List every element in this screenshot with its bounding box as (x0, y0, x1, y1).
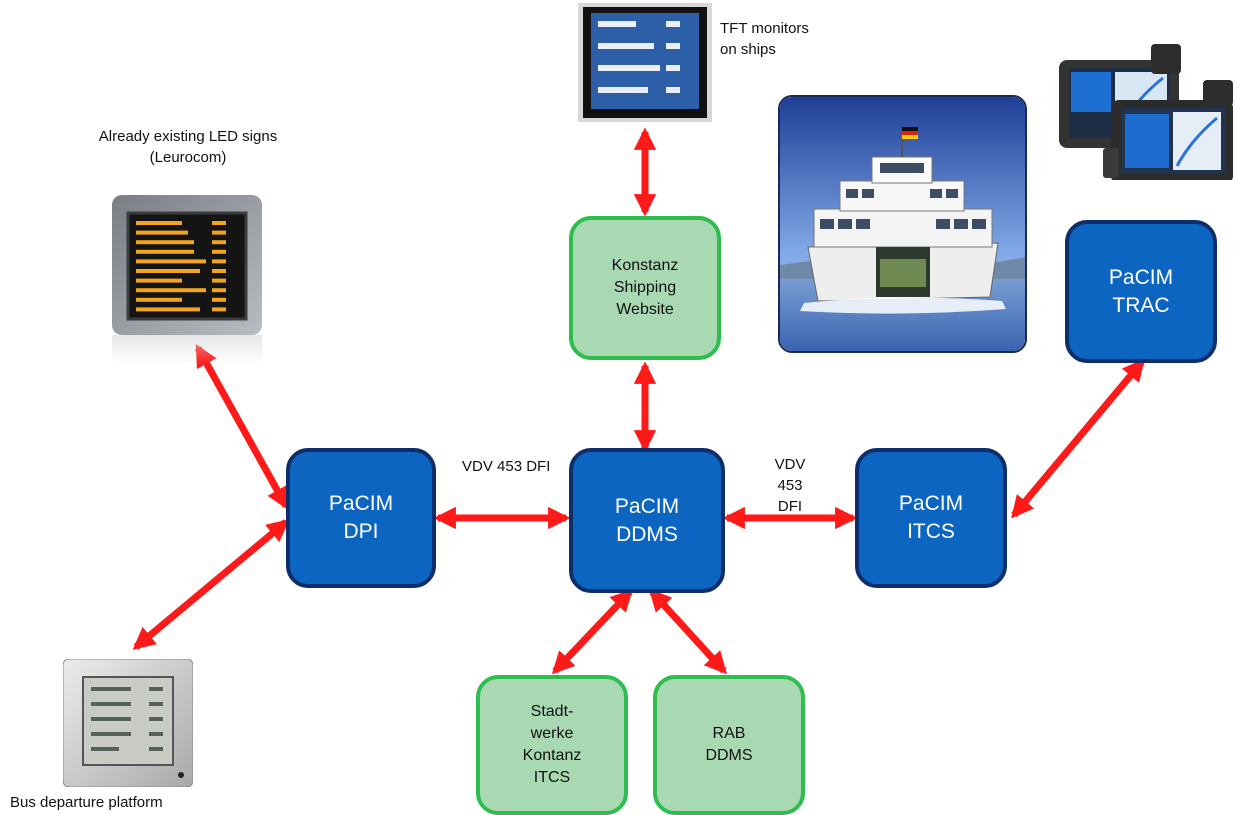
led-row (136, 278, 182, 283)
bus-display-row (149, 747, 163, 751)
led-row (136, 307, 200, 312)
led-row (212, 230, 226, 235)
tft-monitors-caption: TFT monitors on ships (720, 20, 809, 58)
bus-display-row (91, 702, 131, 706)
node-line: ITCS (907, 520, 955, 543)
led-row (212, 297, 226, 302)
node-line: Shipping (613, 279, 677, 296)
led-sign-reflection (112, 335, 262, 365)
node-line: PaCIM (1108, 265, 1174, 289)
tft-row (598, 65, 660, 71)
protocol-label-right: VDV 453 DFI (774, 456, 806, 515)
pacim-itcs-node[interactable]: PaCIM ITCS (855, 448, 1007, 588)
tft-row (666, 43, 680, 49)
arrow-ddms-rab (648, 588, 728, 675)
protocol-label-left: VDV 453 DFI (462, 458, 551, 475)
bus-display-row (91, 732, 131, 736)
led-row (136, 240, 194, 245)
node-line: PaCIM (614, 494, 680, 518)
bus-display-row (91, 717, 131, 721)
node-line: Konstanz (611, 257, 679, 274)
node-line: PaCIM (898, 492, 964, 515)
node-line: Kontanz (522, 747, 582, 764)
ferry-ship-photo (778, 95, 1027, 353)
arrow-dpi-ledsign (194, 344, 290, 510)
led-row (136, 230, 188, 235)
bus-display-image (62, 658, 194, 788)
node-line: RAB (712, 725, 746, 742)
onboard-tablet-devices-photo (1055, 40, 1237, 184)
node-line: DPI (343, 520, 379, 543)
node-line: werke (530, 725, 574, 742)
tft-row (666, 21, 680, 27)
node-line: PaCIM (328, 492, 394, 515)
shipping-website-node[interactable]: Konstanz Shipping Website (569, 216, 721, 360)
bus-display-row (149, 702, 163, 706)
node-line: DDMS (616, 522, 678, 546)
tft-row (598, 21, 636, 27)
led-row (212, 249, 226, 254)
node-line: Stadt- (530, 703, 574, 720)
node-line: DDMS (705, 747, 753, 764)
led-row (136, 249, 194, 254)
pacim-ddms-node[interactable]: PaCIM DDMS (569, 448, 725, 593)
led-row (212, 259, 226, 264)
tft-row (598, 43, 654, 49)
led-signs-caption: Already existing LED signs (Leurocom) (98, 128, 278, 166)
led-row (136, 297, 182, 302)
rab-ddms-node[interactable]: RAB DDMS (653, 675, 805, 815)
node-line: Website (616, 301, 674, 318)
ferry-image (780, 97, 1025, 351)
tablet-devices-image (1059, 44, 1233, 184)
tft-monitor-photo (578, 3, 712, 122)
bus-platform-caption: Bus departure platform (10, 794, 163, 811)
led-row (212, 307, 226, 312)
led-row (212, 240, 226, 245)
arrow-ddms-stadtwerke (551, 588, 634, 675)
led-sign-image (112, 195, 262, 335)
tft-row (666, 65, 680, 71)
led-row (212, 278, 226, 283)
led-row (136, 221, 182, 225)
led-row (212, 288, 226, 293)
bus-display-row (149, 717, 163, 721)
pacim-trac-node[interactable]: PaCIM TRAC (1065, 220, 1217, 363)
tft-row (598, 87, 648, 93)
tft-row (666, 87, 680, 93)
led-row (136, 269, 200, 273)
node-line: ITCS (533, 769, 571, 786)
bus-display-row (149, 687, 163, 691)
pacim-dpi-node[interactable]: PaCIM DPI (286, 448, 436, 588)
led-row (136, 288, 206, 293)
bus-display-row (149, 732, 163, 736)
led-row (136, 259, 206, 264)
node-line: TRAC (1112, 293, 1170, 317)
led-row (212, 269, 226, 273)
led-row (212, 221, 226, 225)
tft-monitor-image (578, 3, 712, 122)
arrow-dpi-busdisplay (132, 519, 290, 650)
bus-display-row (91, 747, 119, 751)
led-departure-board-photo (112, 195, 262, 365)
arrow-itcs-trac (1011, 358, 1145, 519)
bus-stop-display-photo (62, 658, 194, 788)
stadtwerke-itcs-node[interactable]: Stadt- werke Kontanz ITCS (476, 675, 628, 815)
bus-display-row (91, 687, 131, 691)
